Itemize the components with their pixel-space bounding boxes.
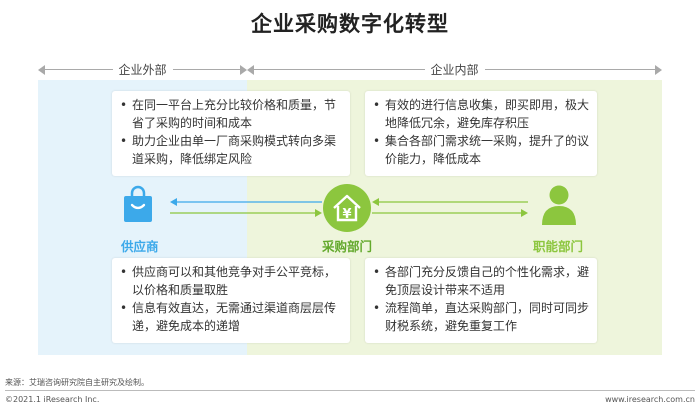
internal-range: 企业内部 [247,61,662,78]
functional-label: 职能部门 [533,239,584,254]
benefit-item: •供应商可以和其他竞争对手公平竞标，以价格和质量取胜 [120,265,337,297]
footer-divider [5,390,695,391]
website-url: www.iresearch.com.cn [605,395,695,404]
arrow-purchasing-to-functional [372,209,528,217]
arrowhead-right [655,65,662,75]
benefit-box-top-left: •在同一平台上充分比较价格和质量，节省了采购的时间和成本 •助力企业由单一厂商采… [112,91,350,176]
benefit-box-bottom-left: •供应商可以和其他竞争对手公平竞标，以价格和质量取胜 •信息有效直达，无需通过渠… [112,258,350,343]
page-title: 企业采购数字化转型 [251,12,449,36]
benefit-box-top-right: •有效的进行信息收集，即买即用，极大地降低冗余，避免库存积压 •集合各部门需求统… [365,91,597,176]
arrowhead-left [38,65,45,75]
copyright: ©2021.1 iResearch Inc. [5,395,100,404]
benefit-box-bottom-right: •各部门充分反馈自己的个性化需求，避免顶层设计带来不适用 •流程简单，直达采购部… [365,258,597,343]
yen-house-icon: ¥ [323,184,371,232]
supplier-label: 供应商 [121,239,159,254]
arrow-supplier-to-purchasing [170,209,322,217]
benefit-item: •在同一平台上充分比较价格和质量，节省了采购的时间和成本 [120,98,337,130]
benefit-item: •集合各部门需求统一采购，提升了的议价能力，降低成本 [373,134,590,166]
benefit-item: •信息有效直达，无需通过渠道商层层传递，避免成本的递增 [120,301,337,333]
arrow-functional-to-purchasing [372,198,528,206]
arrowhead-left [247,65,254,75]
arrow-purchasing-to-supplier [170,198,322,206]
internal-range-label: 企业内部 [424,61,485,78]
benefit-item: •有效的进行信息收集，即买即用，极大地降低冗余，避免库存积压 [373,98,590,130]
external-range-label: 企业外部 [112,61,173,78]
external-range: 企业外部 [38,61,247,78]
benefit-item: •助力企业由单一厂商采购模式转向多渠道采购，降低绑定风险 [120,134,337,166]
svg-text:¥: ¥ [342,207,351,222]
purchasing-label: 采购部门 [322,239,373,254]
shopping-bag-icon [124,185,152,222]
arrowhead-right [240,65,247,75]
benefit-item: •流程简单，直达采购部门，同时可同步财税系统，避免重复工作 [373,301,590,333]
benefit-item: •各部门充分反馈自己的个性化需求，避免顶层设计带来不适用 [373,265,590,297]
person-icon [542,185,576,225]
source-note: 来源：艾瑞咨询研究院自主研究及绘制。 [5,378,149,387]
